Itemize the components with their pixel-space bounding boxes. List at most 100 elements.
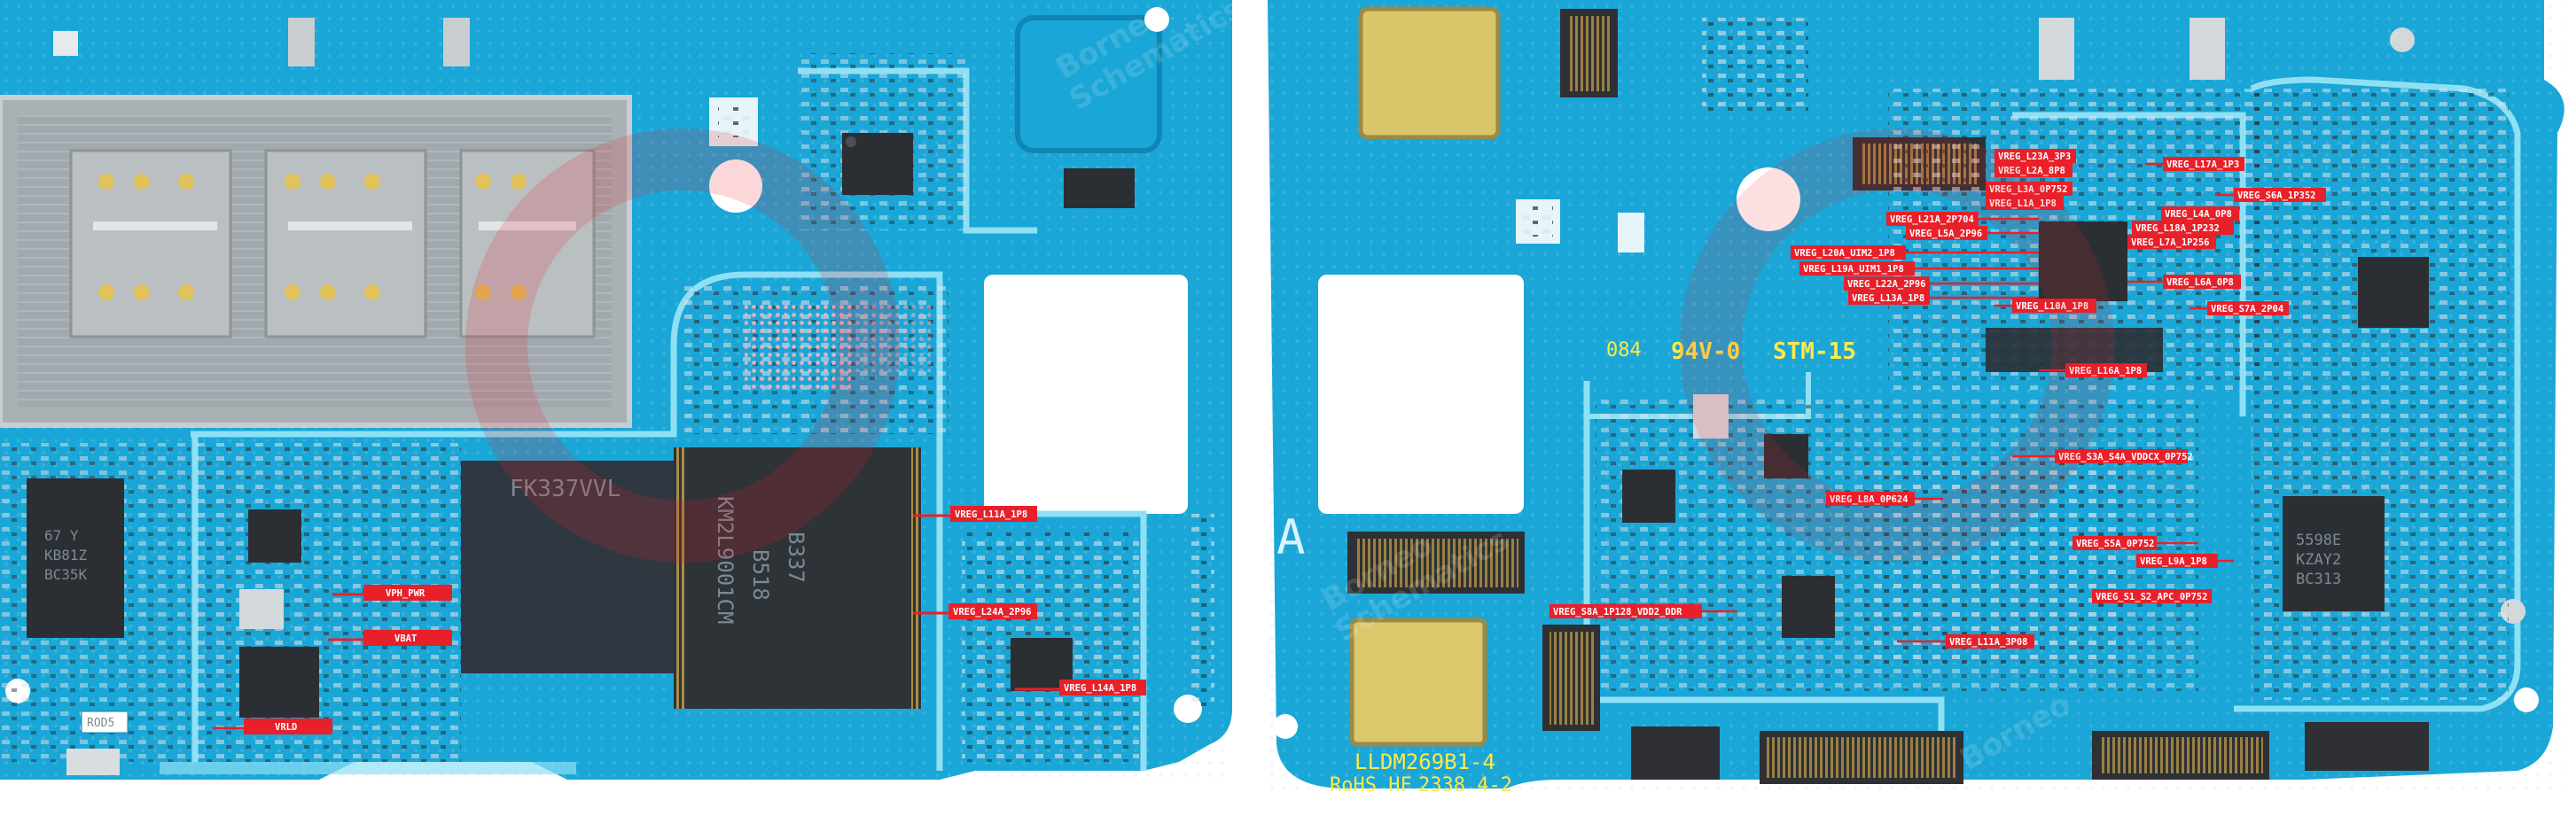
voltage-label bbox=[1848, 291, 1930, 305]
voltage-label bbox=[2163, 275, 2241, 289]
label-vreg-s3a-s4a-vddcx-0p752: VREG_S3A_S4A_VDDCX_0P752 bbox=[2058, 452, 2193, 462]
label-vreg-l5a-2p96: VREG_L5A_2P96 bbox=[1909, 229, 1982, 239]
voltage-label bbox=[1059, 680, 1146, 695]
label-vbat: VBAT bbox=[394, 633, 417, 644]
label-vrld: VRLD bbox=[275, 722, 297, 733]
voltage-label bbox=[1994, 163, 2073, 177]
pmic-right: 5598E KZAY2 BC313 bbox=[2283, 496, 2385, 611]
label-vreg-l17a-1p3: VREG_L17A_1P3 bbox=[2166, 159, 2239, 170]
voltage-label bbox=[950, 506, 1037, 522]
voltage-label bbox=[2092, 589, 2212, 603]
voltage-label bbox=[2207, 301, 2289, 315]
voltage-label bbox=[1986, 196, 2064, 210]
label-vreg-l8a-0p624: VREG_L8A_0P624 bbox=[1830, 494, 1909, 505]
voltage-label bbox=[2136, 554, 2218, 568]
voltage-label bbox=[1826, 492, 1915, 506]
connector bbox=[1631, 726, 1720, 780]
label-vreg-l20a-uim2-1p8: VREG_L20A_UIM2_1P8 bbox=[1794, 248, 1895, 259]
rod-label-box bbox=[81, 711, 129, 734]
silk-side-mark: A bbox=[1276, 509, 1306, 565]
label-vreg-l9a-1p8: VREG_L9A_1P8 bbox=[2140, 556, 2207, 567]
silk-board-code: LLDM269B1-4 bbox=[1354, 750, 1495, 774]
voltage-label bbox=[2127, 235, 2216, 249]
label-vph-pwr: VPH_PWR bbox=[386, 588, 425, 599]
label-vreg-s1-s2-apc-0p752: VREG_S1_S2_APC_0P752 bbox=[2096, 592, 2207, 602]
gold-pad bbox=[1358, 6, 1501, 140]
board-cutout bbox=[1318, 275, 1524, 514]
voltage-label bbox=[2163, 157, 2244, 171]
board-cutout bbox=[984, 275, 1188, 514]
silk-stm: STM-15 bbox=[1773, 338, 1856, 365]
label-vreg-l2a-8p8: VREG_L2A_8P8 bbox=[1998, 166, 2065, 176]
left-board: 67 Y KB81Z BC35K FK337VVL KM2L9001CM B51… bbox=[0, 0, 1232, 780]
voltage-labels-left: VREG_L11A_1P8 VPH_PWR VREG_L24A_2P96 VBA… bbox=[213, 506, 1146, 734]
voltage-label bbox=[1791, 245, 1906, 260]
voltage-label bbox=[2065, 363, 2147, 377]
voltage-label bbox=[1886, 212, 1979, 226]
label-vreg-s7a-2p04: VREG_S7A_2P04 bbox=[2211, 304, 2283, 315]
voltage-label bbox=[948, 603, 1037, 619]
label-vreg-s5a-0p752: VREG_S5A_0P752 bbox=[2076, 539, 2155, 549]
label-vreg-l11a-3p08: VREG_L11A_3P08 bbox=[1949, 637, 2028, 648]
rod-label: ROD5 bbox=[87, 717, 114, 730]
pmic-marking: BC313 bbox=[2296, 571, 2341, 588]
emmc-chip: KM2L9001CM B518 B337 bbox=[674, 447, 922, 709]
pmic-marking: 5598E bbox=[2296, 532, 2341, 549]
label-vreg-l4a-0p8: VREG_L4A_0P8 bbox=[2165, 209, 2232, 220]
voltage-label bbox=[1799, 261, 1915, 276]
voltage-label bbox=[2055, 449, 2188, 463]
silk-date-code: 2338 4-2 bbox=[1418, 774, 1512, 796]
voltage-label bbox=[2161, 206, 2239, 221]
silk-rating-prefix: 084 bbox=[1606, 339, 1642, 361]
right-board: 5598E KZAY2 BC313 084 94V-0 STM-15 A LLD… bbox=[1268, 0, 2564, 796]
left-ic-marking: KB81Z bbox=[44, 547, 88, 563]
label-vreg-l19a-uim1-1p8: VREG_L19A_UIM1_1P8 bbox=[1803, 264, 1904, 275]
sim-card-tray bbox=[0, 95, 632, 428]
label-vreg-l14a-1p8: VREG_L14A_1P8 bbox=[1064, 683, 1136, 694]
voltage-label bbox=[1986, 182, 2073, 196]
label-vreg-l13a-1p8: VREG_L13A_1P8 bbox=[1852, 293, 1924, 304]
left-ic-marking: BC35K bbox=[44, 566, 88, 583]
silkscreen: 084 94V-0 STM-15 A LLDM269B1-4 RoHS HF 2… bbox=[1276, 338, 1856, 796]
voltage-label bbox=[1946, 634, 2034, 649]
label-vreg-l10a-1p8: VREG_L10A_1P8 bbox=[2016, 301, 2088, 312]
voltage-label bbox=[2234, 188, 2326, 202]
voltage-label bbox=[363, 585, 452, 601]
voltage-label bbox=[1906, 226, 1987, 240]
voltage-label bbox=[1844, 276, 1930, 291]
label-vreg-l24a-2p96: VREG_L24A_2P96 bbox=[953, 607, 1032, 618]
voltage-label bbox=[1994, 149, 2076, 163]
emmc-marking: B518 bbox=[748, 549, 773, 601]
label-vreg-s6a-1p352: VREG_S6A_1P352 bbox=[2237, 190, 2316, 201]
connector bbox=[2305, 722, 2429, 771]
label-vreg-l7a-1p256: VREG_L7A_1P256 bbox=[2131, 237, 2210, 248]
board-cutout bbox=[1015, 15, 1162, 153]
label-vreg-l18a-1p232: VREG_L18A_1P232 bbox=[2135, 223, 2220, 234]
label-vreg-l22a-2p96: VREG_L22A_2P96 bbox=[1847, 279, 1926, 290]
voltage-label bbox=[363, 630, 452, 646]
emmc-marking: B337 bbox=[784, 532, 808, 583]
silk-rohs: RoHS HF bbox=[1330, 774, 1412, 796]
left-ic-marking: 67 Y bbox=[44, 527, 79, 544]
voltage-label bbox=[2012, 299, 2096, 313]
label-vreg-s8a-1p128-vdd2-ddr: VREG_S8A_1P128_VDD2_DDR bbox=[1553, 607, 1682, 618]
pink-bga-cluster bbox=[745, 301, 851, 390]
voltage-label bbox=[1550, 604, 1702, 618]
left-ic: 67 Y KB81Z BC35K bbox=[27, 478, 124, 638]
silk-rating: 94V-0 bbox=[1671, 338, 1740, 365]
gold-pad bbox=[1349, 618, 1487, 747]
label-vreg-l1a-1p8: VREG_L1A_1P8 bbox=[1989, 198, 2057, 209]
memory-ic: FK337VVL bbox=[461, 461, 691, 673]
label-vreg-l21a-2p704: VREG_L21A_2P704 bbox=[1890, 214, 1974, 225]
voltage-label bbox=[244, 719, 332, 734]
voltage-labels-right: VREG_L23A_3P3 VREG_L2A_8P8 VREG_L17A_1P3… bbox=[1550, 149, 2326, 649]
voltage-label bbox=[2073, 536, 2157, 550]
pmic-marking: KZAY2 bbox=[2296, 551, 2341, 569]
voltage-label bbox=[2132, 221, 2234, 235]
label-vreg-l11a-1p8: VREG_L11A_1P8 bbox=[955, 509, 1027, 520]
label-vreg-l6a-0p8: VREG_L6A_0P8 bbox=[2166, 277, 2234, 288]
label-vreg-l16a-1p8: VREG_L16A_1P8 bbox=[2069, 366, 2142, 377]
memory-ic-marking: FK337VVL bbox=[510, 476, 621, 502]
label-vreg-l23a-3p3: VREG_L23A_3P3 bbox=[1998, 151, 2071, 162]
